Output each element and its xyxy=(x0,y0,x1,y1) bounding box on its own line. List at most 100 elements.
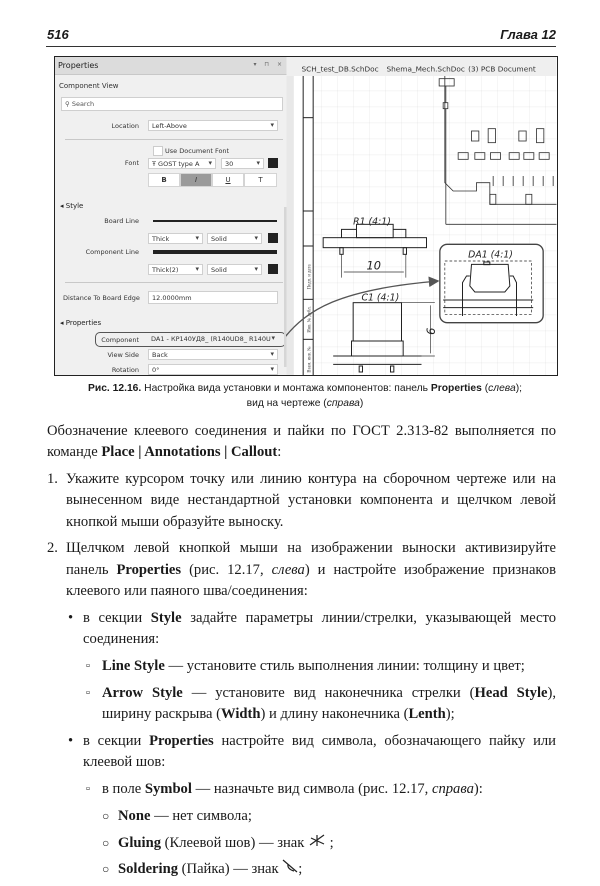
properties-section-label: Properties xyxy=(65,319,102,327)
text: Укажите курсором точку или линию контура… xyxy=(66,471,556,530)
divider xyxy=(65,282,283,283)
caption-text: вид на чертеже ( xyxy=(246,398,327,409)
menu-path: Place | Annotations | Callout xyxy=(101,444,278,461)
text: — назначьте вид символа (рис. 12.17, xyxy=(191,780,432,797)
rotation-select[interactable]: 0° xyxy=(148,364,278,375)
text: ), ширину раскрыва ( xyxy=(102,684,556,723)
component-line-style-select[interactable]: Solid xyxy=(207,264,262,275)
caption-text: ); xyxy=(515,383,522,394)
panel-window-buttons[interactable]: ▾ ⊓ × xyxy=(253,61,285,68)
soldering-symbol-icon xyxy=(282,859,298,873)
dimension-9-label: 9 xyxy=(424,328,438,335)
pcb-outline xyxy=(438,76,557,225)
location-select[interactable]: Left-Above xyxy=(148,120,278,131)
bullet-marker: • xyxy=(68,609,74,626)
search-input[interactable]: ⚲ Search xyxy=(61,97,283,111)
view-side-select[interactable]: Back xyxy=(148,349,278,360)
text: ; xyxy=(326,834,334,851)
underline-button[interactable]: U xyxy=(212,173,244,187)
text: Щелчком левой кнопкой мыши на изображени… xyxy=(66,540,556,578)
circle-marker: ○ xyxy=(102,808,110,823)
bold-term: Arrow Style xyxy=(102,684,183,701)
numbered-item-1: 1. Укажите курсором точку или линию конту… xyxy=(47,469,556,533)
board-line-width-select[interactable]: Thick xyxy=(148,233,203,244)
text: в секции xyxy=(83,732,150,749)
caption-text: Настройка вида установки и монтажа компо… xyxy=(141,383,431,394)
left-ruler xyxy=(286,76,294,375)
distance-label: Distance To Board Edge xyxy=(63,294,140,302)
text: ) и настройте изображение признаков клее… xyxy=(66,561,556,600)
title-block-column xyxy=(302,76,314,375)
tab-shema-mech[interactable]: Shema_Mech.SchDoc xyxy=(387,64,465,73)
subitem-arrow-style: ▫Arrow Style — установите вид наконечник… xyxy=(47,683,556,726)
subitem-symbol: ▫в поле Symbol — назначьте вид символа (… xyxy=(47,779,556,800)
component-select[interactable]: DA1 - КР140УД8_ (R140UD8_ R140U xyxy=(148,334,278,345)
subitem-line-style: ▫Line Style — установите стиль выполнени… xyxy=(47,656,556,677)
bold-term: Soldering xyxy=(118,861,179,878)
view-side-label: View Side xyxy=(107,351,139,359)
document-tab-bar xyxy=(286,57,557,76)
text: — установите стиль выполнения линии: тол… xyxy=(164,657,525,674)
caption-text: ) xyxy=(359,398,364,409)
stamp-label: Подп. и дата xyxy=(308,264,313,289)
bold-term: Properties xyxy=(149,732,214,749)
font-select[interactable]: Ŧ GOST type A xyxy=(148,158,216,169)
font-icon: Ŧ xyxy=(152,160,159,168)
tab-pcb-document[interactable]: (3) PCB Document xyxy=(468,64,536,73)
properties-panel: Properties ▾ ⊓ × Component View ⚲ Search… xyxy=(55,57,289,375)
bold-term: Gluing xyxy=(118,834,161,851)
bold-button[interactable]: B xyxy=(148,173,180,187)
component-line-label: Component Line xyxy=(85,248,139,256)
circle-marker: ○ xyxy=(102,862,110,877)
board-line-style-select[interactable]: Solid xyxy=(207,233,262,244)
text: (Пайка) — знак xyxy=(178,861,283,878)
body-text: Обозначение клеевого соединения и пайки … xyxy=(47,421,556,886)
caption-italic: справа xyxy=(326,398,360,409)
bold-term: Head Style xyxy=(474,684,548,701)
square-marker: ▫ xyxy=(86,782,90,795)
component-label: Component xyxy=(101,336,139,344)
board-line-preview xyxy=(153,220,277,222)
header-rule xyxy=(46,46,556,47)
caption-bold: Properties xyxy=(430,383,482,394)
component-line-color-swatch[interactable] xyxy=(268,264,278,274)
bullet-properties: •в секции Properties настройте вид симво… xyxy=(47,731,556,774)
search-placeholder: Search xyxy=(71,100,95,108)
component-view-label: Component View xyxy=(59,82,119,90)
panel-title-bar: Properties ▾ ⊓ × xyxy=(55,57,289,75)
strikethrough-button[interactable]: T xyxy=(244,173,277,187)
da1-label: DA1 (4:1) xyxy=(468,250,513,261)
text: (Клеевой шов) — знак xyxy=(161,834,308,851)
option-gluing: ○Gluing (Клеевой шов) — знак ; xyxy=(47,833,556,854)
panel-scrollbar[interactable] xyxy=(284,207,288,367)
use-document-font-checkbox[interactable] xyxy=(153,146,163,156)
board-line-color-swatch[interactable] xyxy=(268,233,278,243)
bullet-marker: • xyxy=(68,732,74,749)
chapter-title: Глава 12 xyxy=(500,27,556,42)
caption-text: ( xyxy=(481,383,489,394)
text: в секции xyxy=(83,609,151,626)
distance-input[interactable]: 12.0000mm xyxy=(148,291,278,304)
text: Обозначение клеевого соединения и пайки … xyxy=(47,423,556,461)
italic-button[interactable]: I xyxy=(180,173,212,187)
font-color-swatch[interactable] xyxy=(268,158,278,168)
bold-term: Properties xyxy=(116,561,182,578)
option-none: ○None — нет символа; xyxy=(47,806,556,827)
text: в поле xyxy=(102,780,145,797)
figure-screenshot: Properties ▾ ⊓ × Component View ⚲ Search… xyxy=(54,56,558,376)
font-size-select[interactable]: 30 xyxy=(221,158,264,169)
component-line-width-select[interactable]: Thick(2) xyxy=(148,264,203,275)
search-icon: ⚲ xyxy=(65,100,72,108)
da1-detail-view xyxy=(439,243,544,324)
text: ; xyxy=(298,861,303,878)
square-marker: ▫ xyxy=(86,686,90,699)
font-value: GOST type A xyxy=(158,160,200,168)
style-section-header[interactable]: ◂ Style xyxy=(60,202,84,210)
c1-label: C1 (4:1) xyxy=(362,292,400,303)
bold-term: Line Style xyxy=(102,657,165,674)
tab-sch-test-db[interactable]: SCH_test_DB.SchDoc xyxy=(302,64,379,73)
callout-arrow xyxy=(286,276,440,337)
item-number: 1. xyxy=(47,471,58,488)
properties-section-header[interactable]: ◂ Properties xyxy=(60,319,102,327)
r1-component xyxy=(322,223,427,255)
